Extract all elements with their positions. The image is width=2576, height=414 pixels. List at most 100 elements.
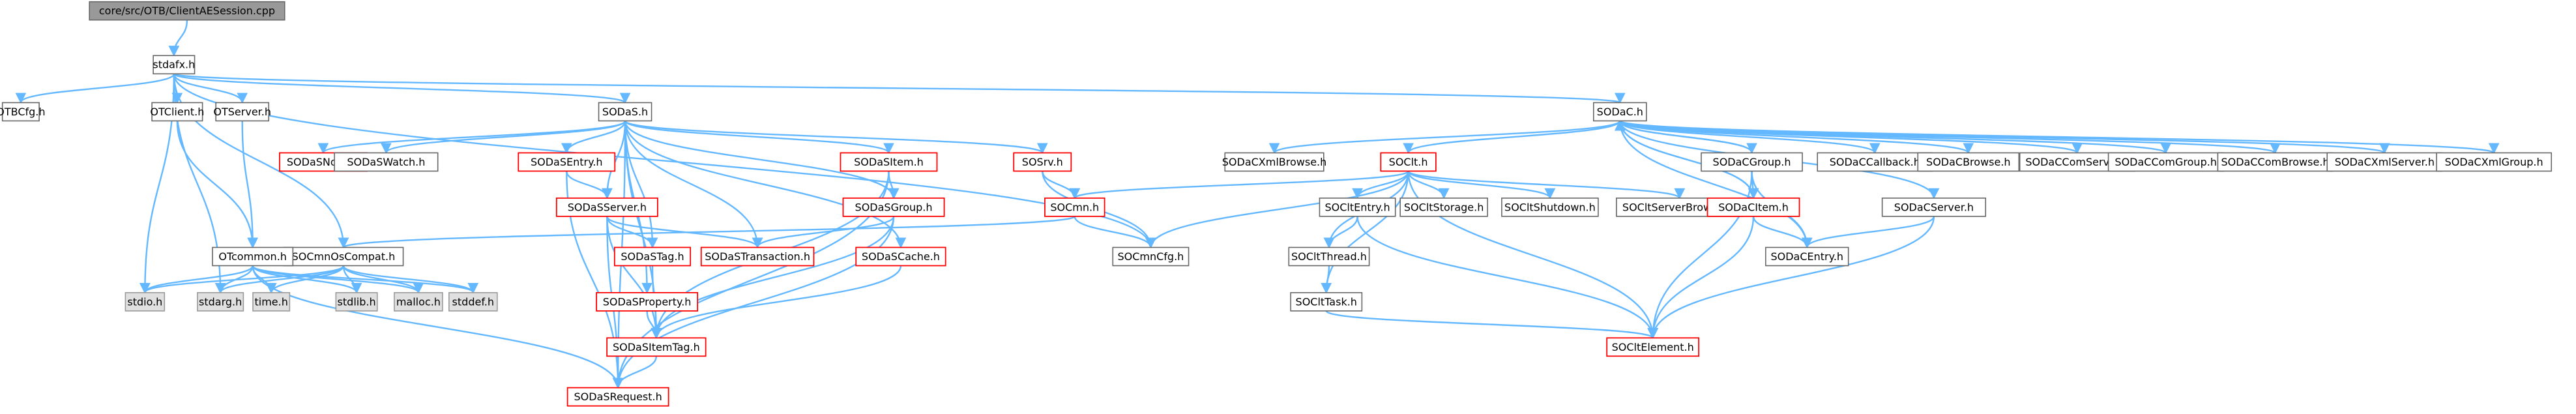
file-node-sodasserver[interactable]: SODaSServer.h <box>555 197 658 217</box>
edge-sodas-to-sodasitem <box>624 120 894 155</box>
file-node-label: SOClt.h <box>1389 156 1428 168</box>
file-node-sodastransaction[interactable]: SODaSTransaction.h <box>700 246 815 267</box>
file-node-label: stdio.h <box>127 295 162 308</box>
file-node-otcommon[interactable]: OTcommon.h <box>212 246 294 267</box>
file-node-socltstorage[interactable]: SOCltStorage.h <box>1399 198 1488 217</box>
file-node-label: SOSrv.h <box>1022 156 1063 168</box>
file-node-socltentry[interactable]: SOCltEntry.h <box>1319 198 1396 217</box>
file-node-sodacgroup[interactable]: SODaCGroup.h <box>1701 152 1803 172</box>
file-node-box <box>1380 152 1437 172</box>
file-node-label: SOCltEntry.h <box>1325 201 1390 213</box>
file-node-label: time.h <box>254 295 287 308</box>
file-node-sodasproperty[interactable]: SODaSProperty.h <box>596 291 699 312</box>
file-node-stdarg[interactable]: stdarg.h <box>197 292 244 312</box>
file-node-box <box>89 1 285 21</box>
file-node-sodasrequest[interactable]: SODaSRequest.h <box>566 387 669 407</box>
file-node-sodacxmlgroup[interactable]: SODaCXmlGroup.h <box>2436 152 2553 172</box>
file-node-sodacbrowse[interactable]: SODaCBrowse.h <box>1917 152 2020 172</box>
file-node-malloc[interactable]: malloc.h <box>394 292 443 312</box>
file-node-sodasitem[interactable]: SODaSItem.h <box>840 152 938 172</box>
file-node-box <box>335 292 378 312</box>
file-node-sosrv[interactable]: SOSrv.h <box>1013 152 1072 172</box>
file-node-label: SODaCComServer.h <box>2025 156 2129 168</box>
edge-stdafx-to-otserver <box>173 73 248 104</box>
file-node-label: SOCltElement.h <box>1612 341 1694 353</box>
file-node-sodastag[interactable]: SODaSTag.h <box>613 246 692 267</box>
file-node-sodacxmlserver[interactable]: SODaCXmlServer.h <box>2326 152 2443 172</box>
edge-soclt-to-socltstorage <box>1407 171 1450 200</box>
file-node-label: OTClient.h <box>150 106 204 118</box>
file-node-box <box>283 246 404 267</box>
edge-socltthread-to-soclttask <box>1321 265 1332 294</box>
edge-stdafx-to-sodas <box>173 73 630 104</box>
file-node-stddef[interactable]: stddef.h <box>448 292 498 312</box>
file-node-box <box>1044 197 1105 217</box>
file-node-sodaswatch[interactable]: SODaSWatch.h <box>334 152 439 172</box>
file-node-label: SODaSGroup.h <box>855 201 933 213</box>
file-node-socltelement[interactable]: SOCltElement.h <box>1606 337 1700 357</box>
file-node-box <box>855 246 946 267</box>
edge-sodas-to-sosrv <box>624 120 1048 155</box>
file-node-socmn[interactable]: SOCmn.h <box>1044 197 1105 217</box>
file-node-sodas[interactable]: SODaS.h <box>598 102 652 122</box>
edge-sodacserver-to-sodacentry <box>1801 216 1935 249</box>
file-node-root[interactable]: core/src/OTB/ClientAESession.cpp <box>89 1 285 21</box>
edge-otserver-to-otcommon <box>241 121 259 249</box>
edge-sodacgroup-to-sodac <box>1615 119 1753 153</box>
file-node-sodacitem[interactable]: SODaCItem.h <box>1706 197 1800 217</box>
file-node-label: stdafx.h <box>153 59 195 71</box>
file-node-socmnoscompat[interactable]: SOCmnOsCompat.h <box>283 246 404 267</box>
file-node-label: SOCltStorage.h <box>1404 201 1484 213</box>
edge-socmnoscompat-to-malloc <box>342 265 424 294</box>
file-node-box <box>1290 292 1363 312</box>
edge-soclt-to-socltelement <box>1407 171 1659 339</box>
edge-stdafx-to-sodac <box>173 73 1625 104</box>
file-node-label: SODaCGroup.h <box>1713 156 1791 168</box>
file-node-box <box>1288 246 1370 267</box>
file-node-label: SODaSServer.h <box>568 201 647 213</box>
edge-sodascache-to-sodasitemtag <box>651 265 902 339</box>
edge-otclient-to-otcommon <box>176 121 259 249</box>
file-node-sodascache[interactable]: SODaSCache.h <box>855 246 946 267</box>
file-node-time[interactable]: time.h <box>252 292 291 312</box>
file-node-socmncfg[interactable]: SOCmnCfg.h <box>1112 246 1190 267</box>
file-node-label: OTBCfg.h <box>0 106 46 118</box>
file-node-label: SODaSCache.h <box>862 250 940 263</box>
file-node-sodacserver[interactable]: SODaCServer.h <box>1881 198 1987 217</box>
edge-sodacitem-to-socltelement <box>1647 216 1755 339</box>
file-node-sodacentry[interactable]: SODaCEntry.h <box>1765 246 1849 267</box>
file-node-socltshutdown[interactable]: SOCltShutdown.h <box>1501 198 1599 217</box>
edge-sodasserver-to-sodasitemtag <box>606 216 662 339</box>
edge-sodas-to-sodaswatch <box>381 120 626 155</box>
edge-sodas-to-sodastransaction <box>624 121 763 249</box>
file-node-sodasgroup[interactable]: SODaSGroup.h <box>842 197 945 217</box>
edge-sodacitem-to-sodacentry <box>1752 216 1813 249</box>
file-node-sodac[interactable]: SODaC.h <box>1592 102 1647 122</box>
file-node-socltthread[interactable]: SOCltThread.h <box>1288 246 1370 267</box>
file-node-soclttask[interactable]: SOCltTask.h <box>1290 292 1363 312</box>
file-node-sodaccombrowse[interactable]: SODaCComBrowse.h <box>2217 152 2334 172</box>
file-node-box <box>566 387 669 407</box>
file-node-soclt[interactable]: SOClt.h <box>1380 152 1437 172</box>
edge-sodacitem-to-sodac <box>1614 119 1755 198</box>
file-node-otserver[interactable]: OTServer.h <box>213 102 271 122</box>
file-node-sodasitemtag[interactable]: SODaSItemTag.h <box>606 337 707 357</box>
file-node-box <box>252 292 291 312</box>
file-node-box <box>1501 198 1599 217</box>
file-node-box <box>596 291 699 312</box>
file-node-box <box>2436 152 2553 172</box>
file-node-stdafx[interactable]: stdafx.h <box>153 55 196 75</box>
file-node-sodacxmlbrowse[interactable]: SODaCXmlBrowse.h <box>1222 152 1327 172</box>
file-node-sodaccallback[interactable]: SODaCCallback.h <box>1817 152 1933 172</box>
file-node-box <box>598 102 652 122</box>
file-node-stdlib[interactable]: stdlib.h <box>335 292 378 312</box>
file-node-label: SOCltTask.h <box>1296 295 1357 308</box>
file-node-box <box>151 102 203 122</box>
file-node-sodasentry[interactable]: SODaSEntry.h <box>518 152 616 172</box>
file-node-label: SODaSRequest.h <box>574 391 662 403</box>
file-node-otclient[interactable]: OTClient.h <box>150 102 204 122</box>
edge-socmnoscompat-to-stddef <box>342 265 479 294</box>
file-node-otbcfg[interactable]: OTBCfg.h <box>0 102 46 122</box>
file-node-sodaccomgroup[interactable]: SODaCComGroup.h <box>2107 152 2224 172</box>
file-node-stdio[interactable]: stdio.h <box>124 292 166 312</box>
